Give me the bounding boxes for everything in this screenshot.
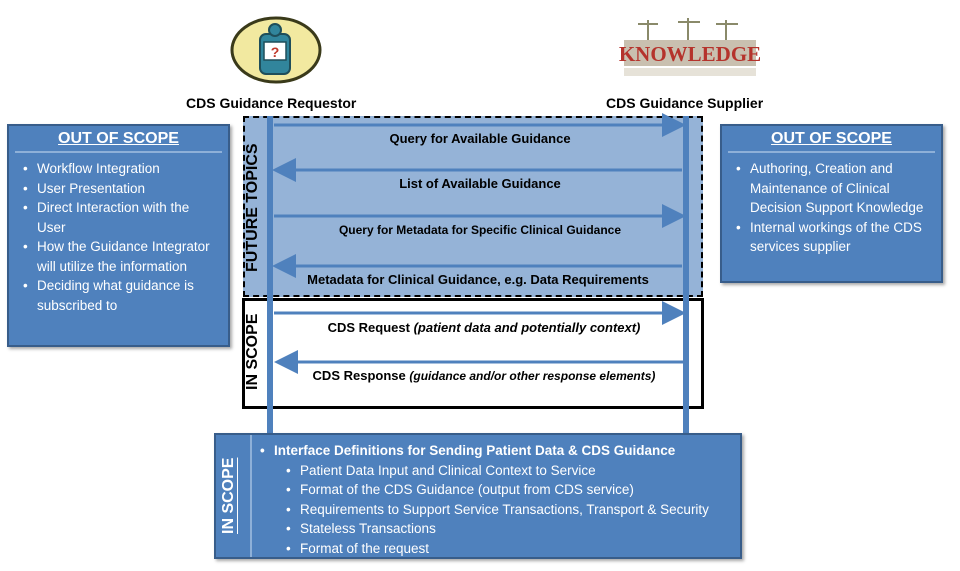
future-topics-label: FUTURE TOPICS	[244, 143, 261, 273]
msg-metadata: Metadata for Clinical Guidance, e.g. Dat…	[307, 272, 649, 287]
in-scope-exchange-label: IN SCOPE	[244, 313, 261, 391]
list-item: Direct Interaction with the User	[23, 198, 220, 237]
msg-cds-response: CDS Response (guidance and/or other resp…	[280, 368, 688, 383]
msg-cds-request: CDS Request (patient data and potentiall…	[280, 320, 688, 335]
list-item: Interface Definitions for Sending Patien…	[254, 441, 744, 461]
in-scope-definitions-list: Interface Definitions for Sending Patien…	[254, 441, 744, 558]
list-item: Workflow Integration	[23, 159, 220, 179]
list-item: Deciding what guidance is subscribed to	[23, 276, 220, 315]
right-out-of-scope-list: Authoring, Creation and Maintenance of C…	[722, 159, 941, 257]
list-item: Patient Data Input and Clinical Context …	[254, 461, 744, 481]
list-item: Requirements to Support Service Transact…	[254, 500, 744, 520]
cds-request-detail: (patient data and potentially context)	[413, 320, 641, 335]
in-scope-definitions-box: IN SCOPE Interface Definitions for Sendi…	[214, 433, 742, 559]
msg-list-guidance: List of Available Guidance	[399, 176, 561, 191]
left-out-of-scope-box: OUT OF SCOPE Workflow Integration User P…	[7, 124, 230, 347]
list-item: Format of the CDS Guidance (output from …	[254, 480, 744, 500]
requestor-label: CDS Guidance Requestor	[186, 95, 357, 111]
cds-response-prefix: CDS Response	[312, 368, 406, 383]
knowledge-logo-icon: KNOWLEDGE	[618, 14, 761, 80]
right-out-of-scope-title: OUT OF SCOPE	[728, 126, 935, 153]
cds-request-prefix: CDS Request	[327, 320, 410, 335]
question-glyph: ?	[271, 44, 280, 60]
list-item: User Presentation	[23, 179, 220, 199]
list-item: Format of the request	[254, 539, 744, 559]
msg-query-metadata: Query for Metadata for Specific Clinical…	[338, 223, 622, 237]
list-item: Stateless Transactions	[254, 519, 744, 539]
supplier-label: CDS Guidance Supplier	[606, 95, 764, 111]
in-scope-exchange-box	[242, 298, 704, 409]
left-out-of-scope-title: OUT OF SCOPE	[15, 126, 222, 153]
msg-query-guidance: Query for Available Guidance	[389, 131, 571, 146]
list-item: Internal workings of the CDS services su…	[736, 218, 933, 257]
list-item: Authoring, Creation and Maintenance of C…	[736, 159, 933, 218]
knowledge-logo-text: KNOWLEDGE	[619, 42, 760, 66]
left-out-of-scope-list: Workflow Integration User Presentation D…	[9, 159, 228, 315]
list-item: How the Guidance Integrator will utilize…	[23, 237, 220, 276]
in-scope-definitions-label: IN SCOPE	[220, 457, 237, 535]
right-out-of-scope-box: OUT OF SCOPE Authoring, Creation and Mai…	[720, 124, 943, 283]
cds-response-detail: (guidance and/or other response elements…	[409, 369, 656, 383]
requestor-icon: ?	[230, 16, 322, 84]
